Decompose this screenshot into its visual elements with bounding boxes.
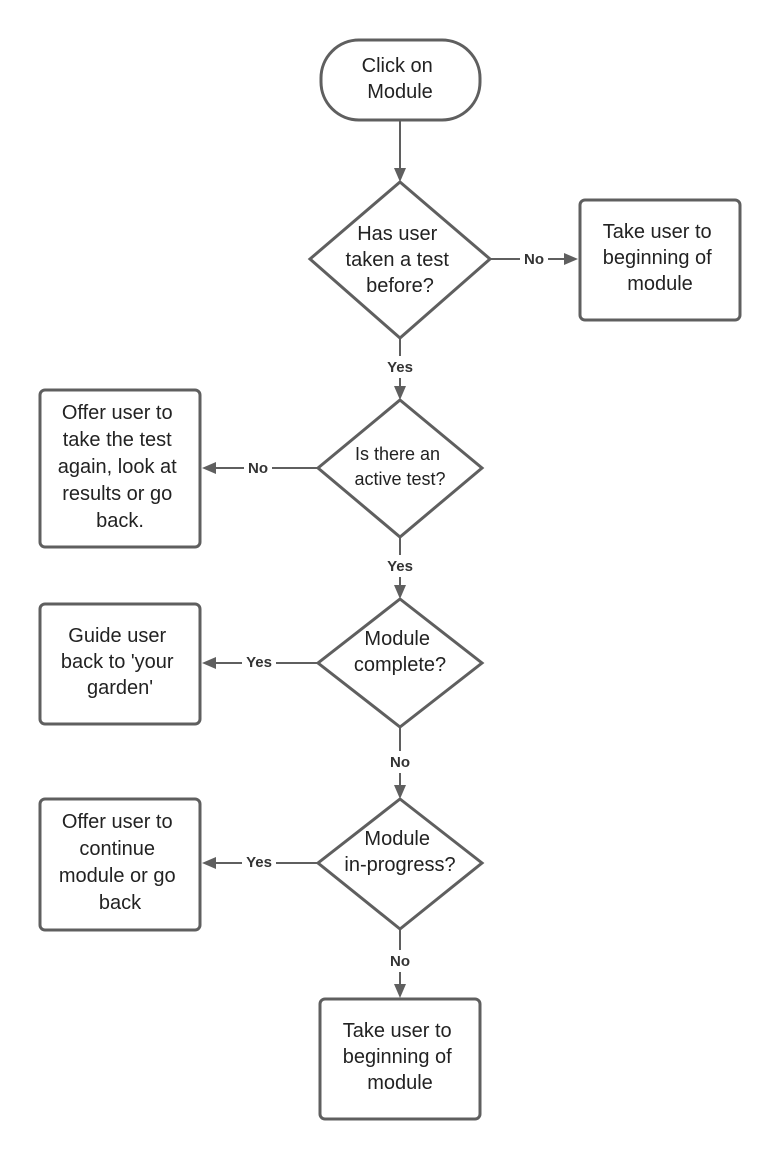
label-bg xyxy=(386,751,414,773)
process-guide-garden-label: Guide user back to 'your garden' xyxy=(61,625,179,699)
node-labels: Click on Module Has user taken a test be… xyxy=(58,55,718,1094)
process-take-to-beginning-top-label: Take user to beginning of module xyxy=(603,221,718,295)
arrowhead-icon xyxy=(394,386,406,400)
label-bg xyxy=(386,950,414,972)
decision-label-line: taken a test xyxy=(346,249,450,271)
arrowhead-icon xyxy=(202,657,216,669)
process-label-line: module xyxy=(627,273,693,295)
shapes xyxy=(38,38,742,1121)
process-label-line: module xyxy=(367,1072,433,1094)
process-offer-continue-label: Offer user to continue module or go back xyxy=(59,811,181,914)
process-label-line: Take user to xyxy=(603,221,712,243)
decision-module-complete-label: Module complete? xyxy=(354,628,446,676)
arrowhead-icon xyxy=(202,857,216,869)
decision-in-progress xyxy=(315,797,485,931)
decision-active-test xyxy=(315,398,485,539)
arrowhead-icon xyxy=(394,168,406,182)
process-label-line: Guide user xyxy=(68,625,166,647)
label-bg xyxy=(242,652,276,672)
edge-label-q1-yes: Yes xyxy=(387,359,413,376)
decision-label-line: Has user xyxy=(357,223,437,245)
edge-label-q2-no: No xyxy=(248,460,268,477)
process-label-line: continue xyxy=(79,838,155,860)
edge-label-q3-yes: Yes xyxy=(246,654,272,671)
process-label-line: back to 'your xyxy=(61,651,174,673)
edge-label-q2-yes: Yes xyxy=(387,558,413,575)
label-bg xyxy=(242,852,276,872)
process-label-line: take the test xyxy=(63,429,172,451)
process-label-line: beginning of xyxy=(343,1046,452,1068)
process-label-line: back xyxy=(99,892,142,914)
decision-active-test-label: Is there an active test? xyxy=(354,444,445,489)
arrowhead-icon xyxy=(202,462,216,474)
decision-in-progress-label: Module in-progress? xyxy=(344,828,455,876)
process-label-line: back. xyxy=(96,510,144,532)
label-bg xyxy=(520,249,548,269)
process-take-to-beginning-bottom-label: Take user to beginning of module xyxy=(343,1020,458,1094)
label-bg xyxy=(244,458,272,478)
start-label-line: Click on xyxy=(362,55,433,77)
arrowhead-icon xyxy=(394,585,406,599)
arrowhead-icon xyxy=(394,785,406,799)
decision-label-line: in-progress? xyxy=(344,854,455,876)
decision-module-complete xyxy=(315,597,485,729)
decision-label-line: Module xyxy=(364,628,430,650)
process-label-line: Take user to xyxy=(343,1020,452,1042)
decision-label-line: complete? xyxy=(354,654,446,676)
start-terminal xyxy=(319,38,482,122)
process-label-line: results or go xyxy=(62,483,172,505)
decision-label-line: Is there an xyxy=(355,444,440,464)
edge-label-q1-no: No xyxy=(524,251,544,268)
process-label-line: again, look at xyxy=(58,456,177,478)
label-bg xyxy=(382,555,418,577)
process-take-to-beginning-top xyxy=(578,198,742,322)
process-label-line: beginning of xyxy=(603,247,712,269)
edge-label-q4-yes: Yes xyxy=(246,854,272,871)
process-take-to-beginning-bottom xyxy=(318,997,482,1121)
decision-test-before xyxy=(307,180,493,340)
process-offer-retest xyxy=(38,388,202,549)
process-offer-continue xyxy=(38,797,202,932)
process-label-line: module or go xyxy=(59,865,176,887)
decision-test-before-label: Has user taken a test before? xyxy=(346,223,455,297)
process-label-line: garden' xyxy=(87,677,153,699)
process-label-line: Offer user to xyxy=(62,811,173,833)
decision-label-line: active test? xyxy=(354,469,445,489)
start-label-line: Module xyxy=(367,81,433,103)
process-offer-retest-label: Offer user to take the test again, look … xyxy=(58,402,183,532)
arrowhead-icon xyxy=(394,984,406,998)
decision-label-line: before? xyxy=(366,275,434,297)
decision-label-line: Module xyxy=(364,828,430,850)
edge-labels: No Yes No Yes Yes No Yes No xyxy=(242,249,548,972)
edge-label-q3-no: No xyxy=(390,754,410,771)
process-guide-garden xyxy=(38,602,202,726)
process-label-line: Offer user to xyxy=(62,402,173,424)
edge-label-q4-no: No xyxy=(390,953,410,970)
label-bg xyxy=(382,356,418,378)
start-label: Click on Module xyxy=(362,55,439,103)
arrowhead-icon xyxy=(564,253,578,265)
